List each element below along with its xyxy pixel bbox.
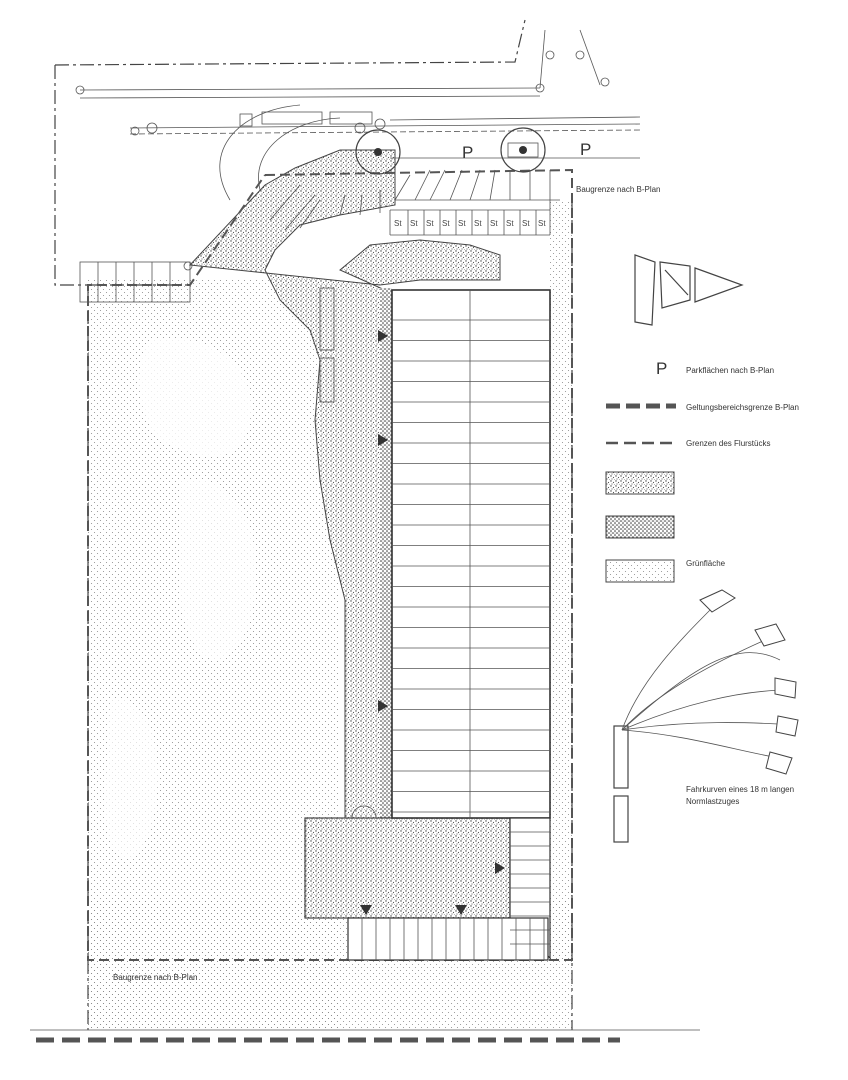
parking-label-street-2: P [580, 140, 591, 159]
annex-lines [361, 831, 550, 960]
parked-trucks [319, 287, 335, 403]
stall-mark: St [522, 219, 530, 228]
legend-green-text: Grünfläche [686, 559, 726, 568]
north-arrow-icon [634, 254, 744, 326]
legend-swatch-green [605, 559, 675, 583]
bike-stalls: St St St St St St St St St St [394, 210, 546, 235]
legend-swatch-paved [605, 471, 675, 495]
legend-swatch-dense [605, 515, 675, 539]
parking-stalls-left [79, 261, 193, 303]
loading-markers [360, 330, 505, 915]
entrance-doors [351, 805, 377, 819]
turning-caption-line1: Fahrkurven eines 18 m langen [686, 785, 794, 794]
stall-mark: St [458, 219, 466, 228]
parking-label-street-1: P [462, 143, 473, 162]
turning-caption-line2: Normlastzuges [686, 797, 739, 806]
legend-parking-text: Parkflächen nach B-Plan [686, 366, 774, 375]
stall-mark: St [442, 219, 450, 228]
hall-roof-lines [392, 319, 550, 813]
stall-mark: St [538, 219, 546, 228]
buildline-label-top: Baugrenze nach B-Plan [576, 185, 661, 194]
stall-mark: St [474, 219, 482, 228]
truck-turning-icon [613, 589, 799, 843]
legend-parking-symbol: P [656, 359, 667, 378]
stall-mark: St [410, 219, 418, 228]
stall-mark: St [426, 219, 434, 228]
stall-mark: St [394, 219, 402, 228]
parking-stalls-top [269, 169, 560, 236]
building-hall [391, 289, 551, 819]
legend-parcel-text: Grenzen des Flurstücks [686, 439, 770, 448]
legend: P Parkflächen nach B-Plan Geltungsbereic… [605, 359, 799, 583]
access-road [188, 149, 511, 919]
stall-mark: St [506, 219, 514, 228]
street-top [75, 29, 641, 201]
trees [355, 127, 546, 175]
legend-scope-text: Geltungsbereichsgrenze B-Plan [686, 403, 799, 412]
stall-mark: St [490, 219, 498, 228]
buildline-label-bottom: Baugrenze nach B-Plan [113, 973, 198, 982]
